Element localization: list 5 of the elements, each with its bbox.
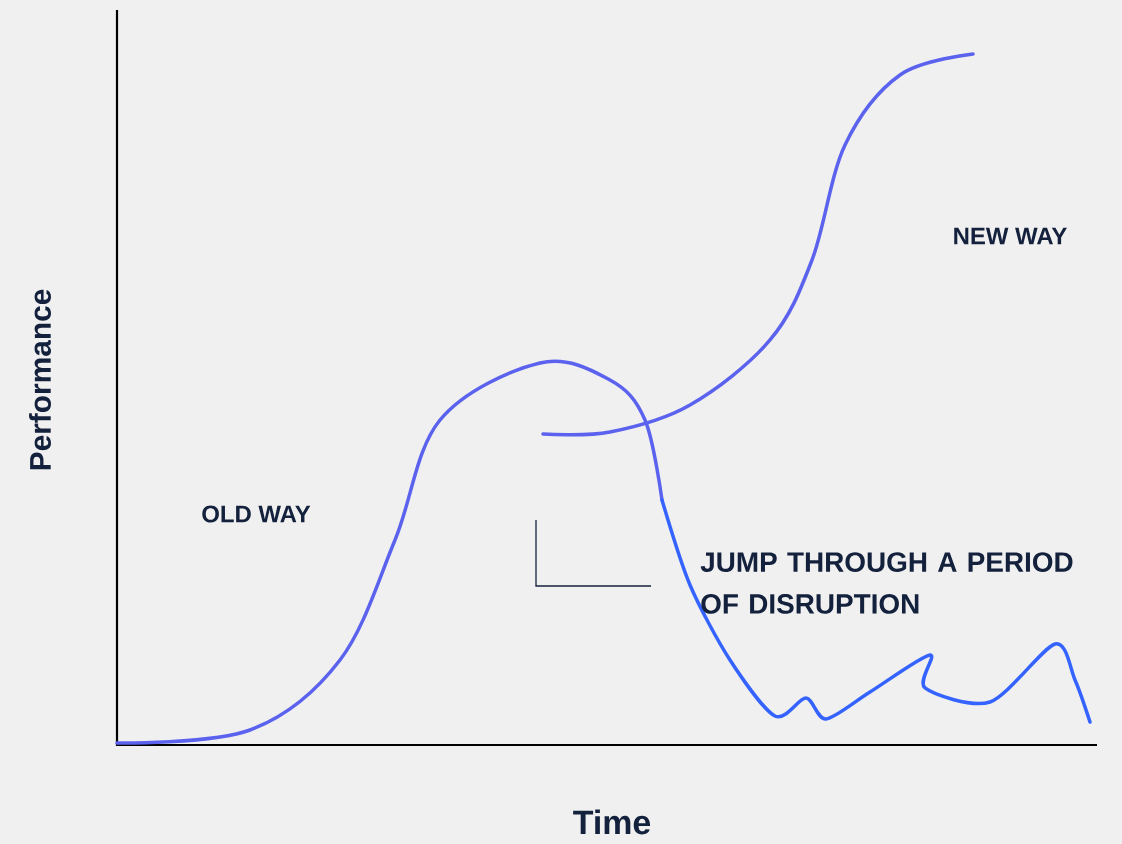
axis-title: Performance <box>29 289 51 470</box>
axis-title: Time <box>573 809 651 835</box>
curve-label: NEW WAY <box>954 227 1067 245</box>
annotation-text: JUMP THROUGH A PERIOD OF DISRUPTION <box>700 552 1073 614</box>
curve-label: OLD WAY <box>202 505 311 523</box>
